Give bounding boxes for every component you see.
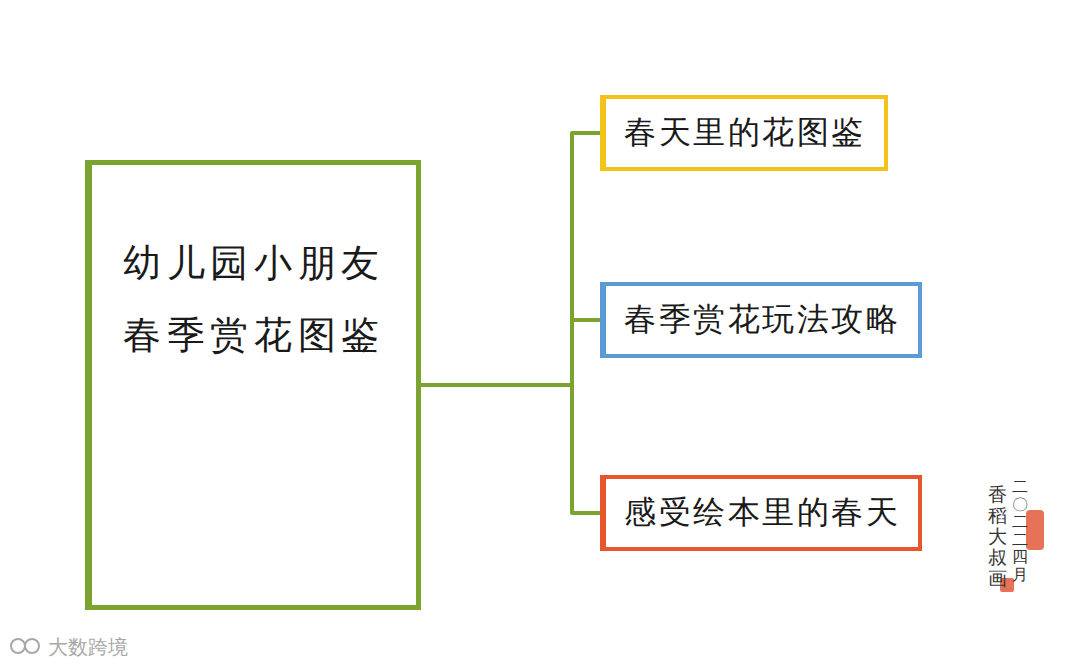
branch-connector (421, 133, 600, 385)
watermark: 大数跨境 (48, 634, 128, 661)
branch-connector (421, 385, 600, 513)
branch-box: 春天里的花图鉴 (600, 95, 888, 171)
branch-box: 感受绘本里的春天 (600, 475, 922, 551)
branch-text: 感受绘本里的春天 (624, 491, 900, 535)
watermark-logo (11, 639, 39, 653)
date-signature: 二〇二二四月 (1012, 478, 1028, 584)
main-topic-text: 幼儿园小朋友 春季赏花图鉴 (117, 227, 391, 371)
artist-signature: 香稻大叔画 (988, 484, 1007, 588)
branch-text: 春天里的花图鉴 (624, 111, 866, 155)
branch-box: 春季赏花玩法攻略 (600, 282, 922, 358)
seal-stamp (1026, 510, 1044, 550)
main-topic-box: 幼儿园小朋友 春季赏花图鉴 (85, 160, 421, 610)
branch-text: 春季赏花玩法攻略 (624, 298, 900, 342)
branch-connector (421, 320, 600, 385)
